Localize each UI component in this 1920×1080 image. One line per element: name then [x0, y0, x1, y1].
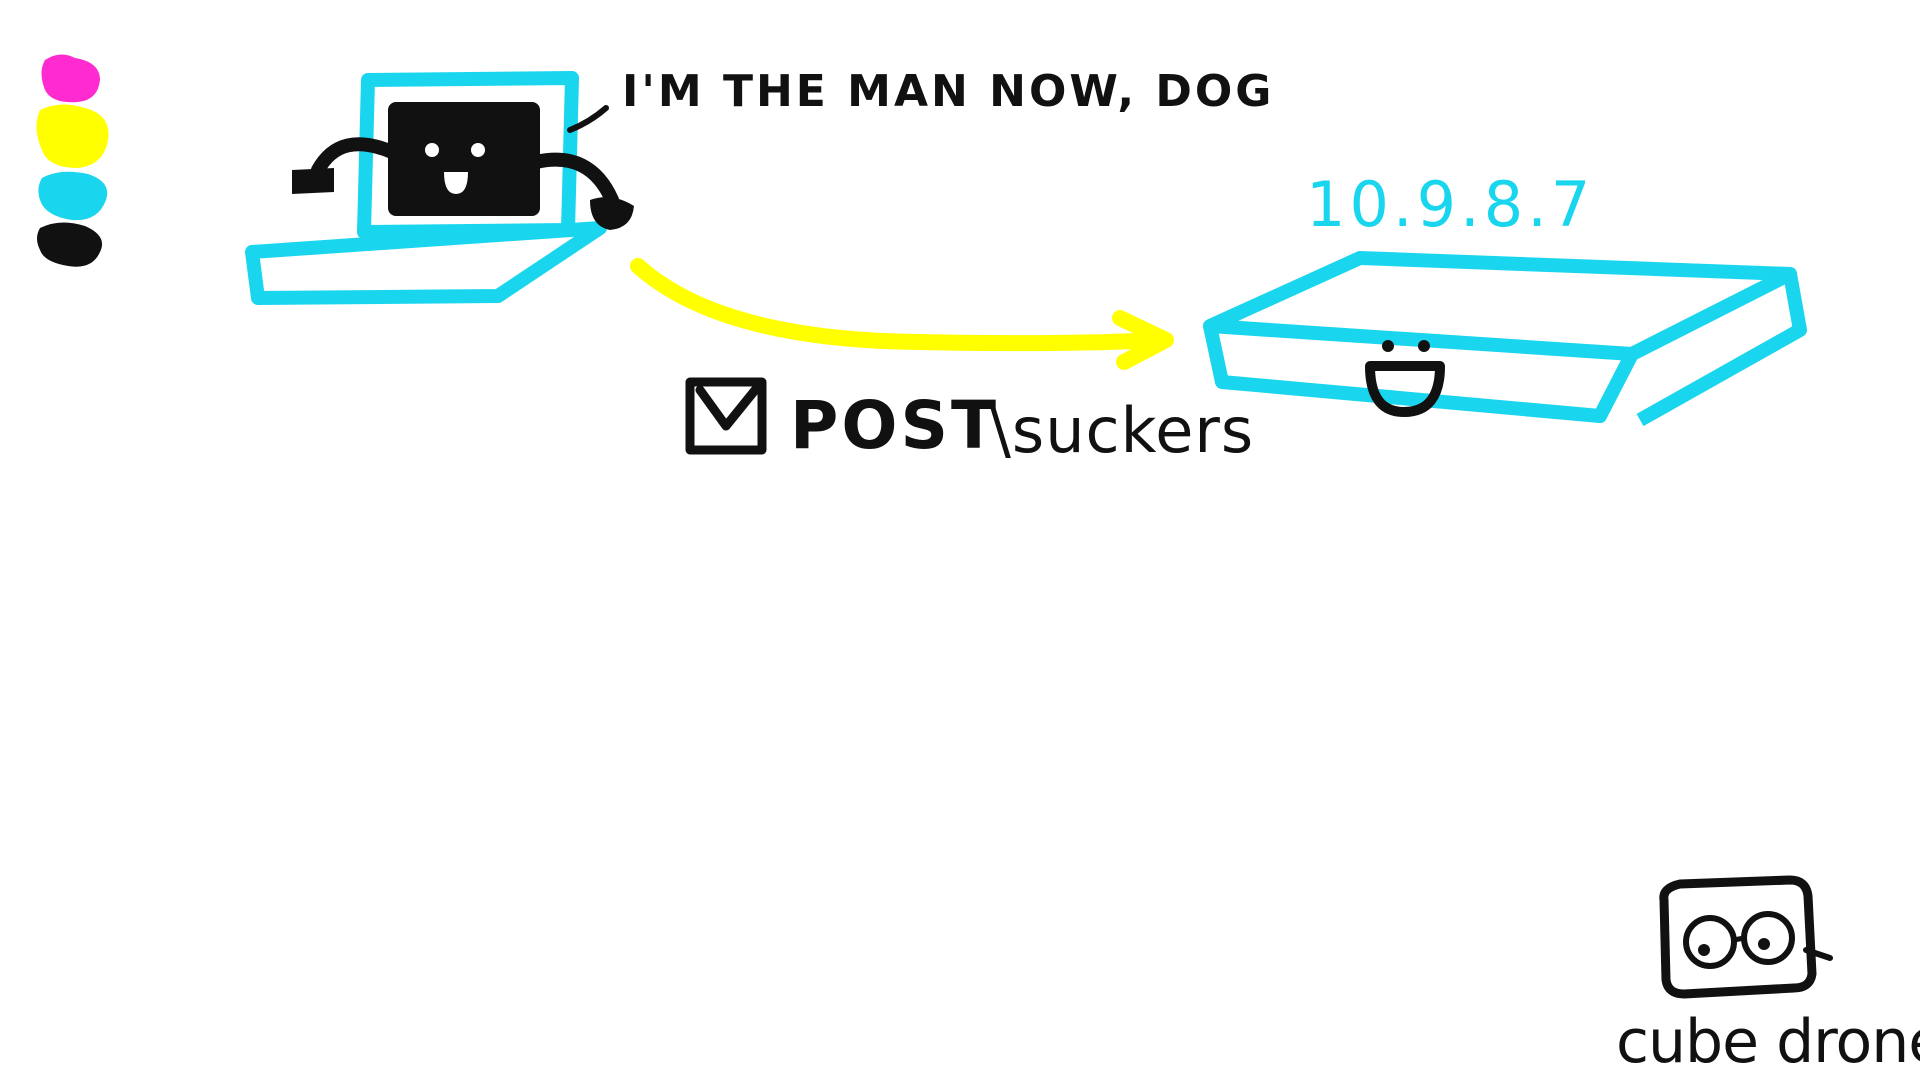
laptop-hand-right	[590, 197, 634, 230]
server-side	[1628, 267, 1807, 427]
palette-swatch-black[interactable]	[37, 222, 103, 267]
server-front	[1203, 324, 1639, 423]
laptop-hand-left	[292, 168, 334, 194]
laptop-arm-left	[311, 137, 399, 177]
laptop-character-icon	[245, 71, 634, 305]
logo-eye-right	[1741, 911, 1795, 965]
arrow-shaft	[630, 258, 1168, 352]
laptop-speech-text: I'M THE MAN NOW, DOG	[622, 66, 1274, 117]
palette-swatch-cyan[interactable]	[38, 171, 108, 221]
arrow-head	[1112, 310, 1174, 370]
laptop-eye-right	[471, 143, 485, 157]
logo-pupil-right	[1758, 938, 1770, 950]
logo-box	[1659, 875, 1817, 999]
palette-swatch-magenta[interactable]	[41, 54, 101, 103]
request-method-label: POST	[790, 387, 999, 464]
laptop-eye-left	[425, 143, 439, 157]
logo-bridge	[1733, 935, 1745, 943]
server-box-character-icon	[1203, 251, 1807, 427]
post-checkbox[interactable]	[685, 377, 767, 455]
logo-pupil-left	[1698, 944, 1710, 956]
logo-corner-tick	[1803, 947, 1833, 961]
laptop-mouth	[444, 172, 468, 194]
laptop-base	[245, 221, 607, 305]
post-request-row: POST \suckers	[685, 377, 1254, 467]
server-eye-right	[1418, 340, 1430, 352]
color-palette	[36, 54, 109, 267]
logo-eye-left	[1683, 915, 1737, 969]
server-mouth	[1365, 361, 1445, 417]
server-ip-label: 10.9.8.7	[1306, 168, 1594, 241]
server-top	[1203, 251, 1797, 361]
arrow-right-icon	[630, 258, 1174, 370]
server-eye-left	[1382, 340, 1394, 352]
checkmark-icon	[695, 379, 765, 431]
palette-swatch-yellow[interactable]	[36, 104, 109, 168]
request-path-label: \suckers	[990, 394, 1254, 467]
brand-name: cube drone	[1616, 1007, 1920, 1077]
laptop-arm-right	[529, 152, 619, 207]
cube-drone-logo-icon	[1659, 875, 1833, 999]
laptop-body	[388, 102, 540, 216]
speech-tick	[567, 105, 609, 133]
